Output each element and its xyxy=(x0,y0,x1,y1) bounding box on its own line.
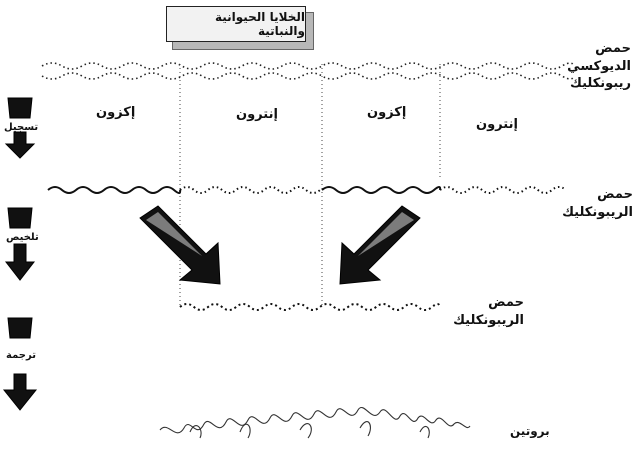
primary-rna-transcript xyxy=(47,186,567,194)
rna-label-primary-line-1: حمض xyxy=(597,187,633,202)
segment-label-exon-1: إكزون xyxy=(367,105,407,120)
splice-arrow-left xyxy=(139,205,221,285)
dna-label: حمض الديوكسي ريبونكليك xyxy=(567,40,631,93)
page-title: الخلايا الحيوانية والنباتية xyxy=(166,6,306,42)
step-label-processing: تلخيص xyxy=(6,232,39,243)
rna-label-mature-line-1: حمض xyxy=(488,295,524,310)
segment-label-exon-2: إكزون xyxy=(96,105,136,120)
dna-label-line-3: ريبونكليك xyxy=(570,76,631,92)
dna-double-helix xyxy=(41,62,575,80)
rna-label-mature: حمض الريبونكليك xyxy=(453,294,524,329)
dna-label-line-2: الديوكسي xyxy=(567,58,631,74)
segment-label-intron-2: إنترون xyxy=(236,107,278,122)
protein-label: بروتين xyxy=(510,424,550,438)
protein-chain xyxy=(159,407,471,439)
rna-label-mature-line-2: الريبونكليك xyxy=(453,312,524,328)
rna-label-primary-line-2: الريبونكليك xyxy=(562,204,633,220)
title-banner: الخلايا الحيوانية والنباتية xyxy=(166,6,314,50)
splice-arrow-right xyxy=(339,205,421,285)
rna-label-primary: حمض الريبونكليك xyxy=(562,186,633,221)
segment-label-intron-1: إنترون xyxy=(476,117,518,132)
process-arrows xyxy=(2,97,38,411)
dna-label-line-1: حمض xyxy=(595,41,631,56)
mature-rna xyxy=(179,303,441,311)
step-label-transcription: تسجيل xyxy=(4,122,39,133)
step-label-translation: ترجمة xyxy=(6,350,36,361)
segment-dividers xyxy=(179,64,441,305)
